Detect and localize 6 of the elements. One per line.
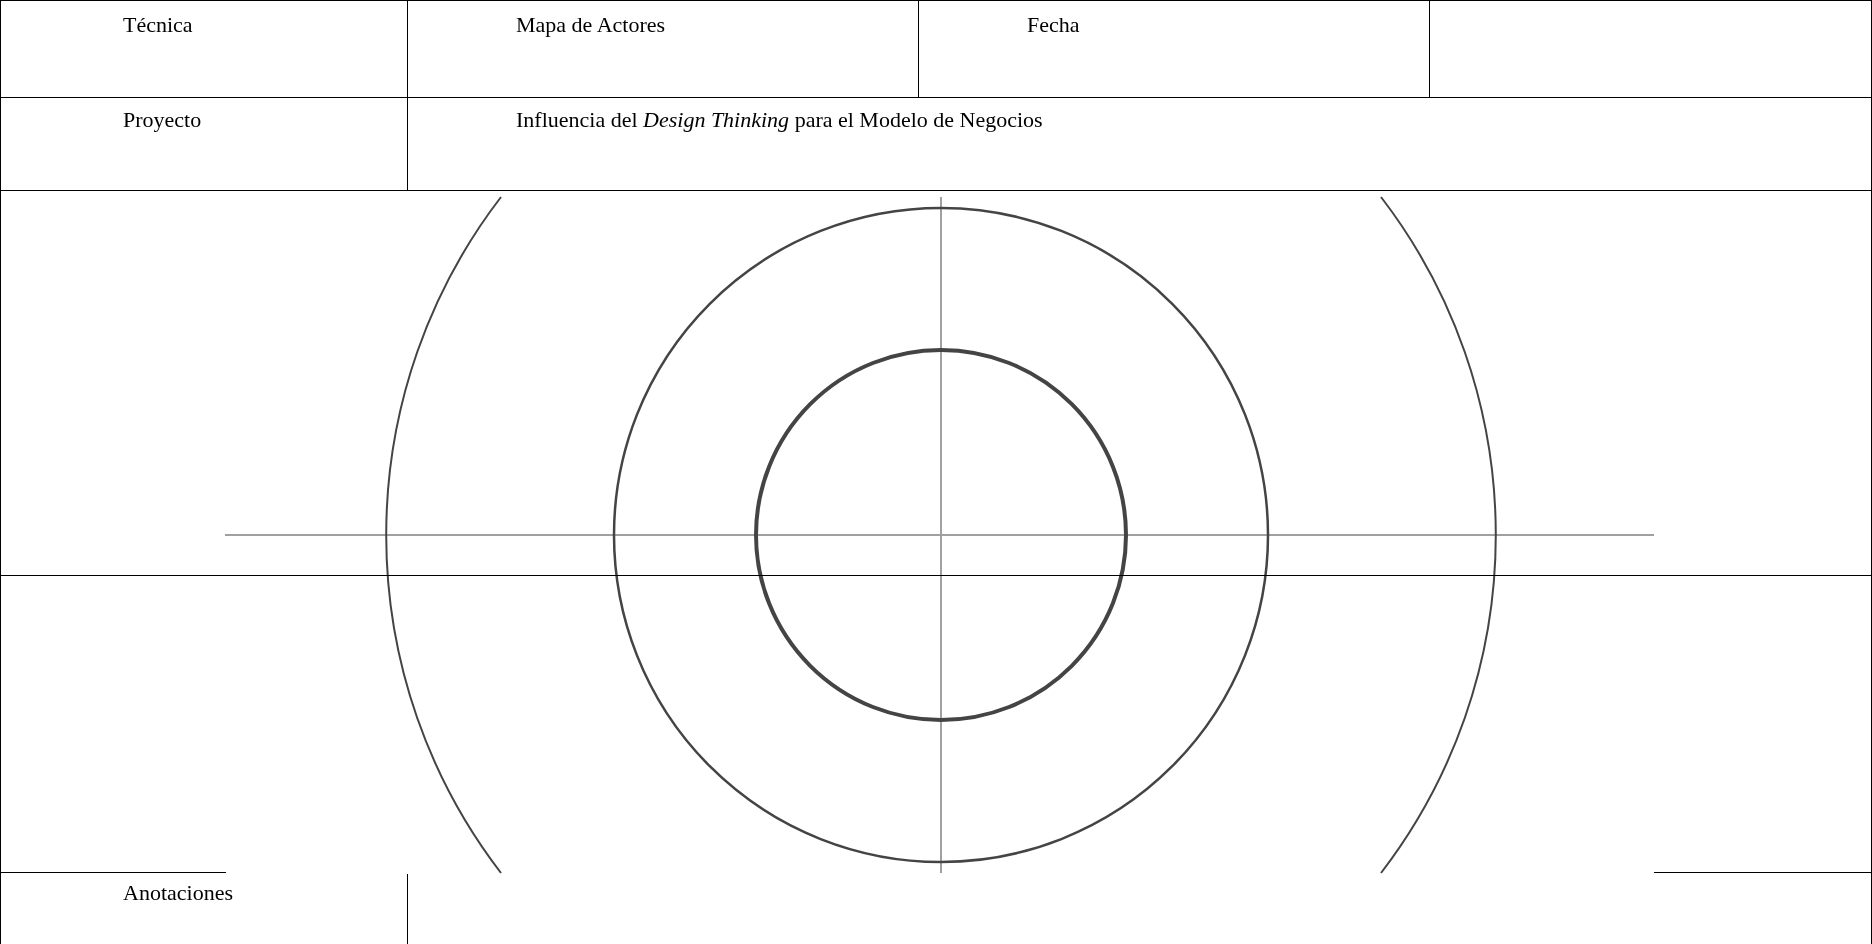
- technique-label: Técnica: [123, 12, 193, 38]
- project-value: Influencia del Design Thinking para el Modelo de Negocios: [516, 107, 1043, 133]
- annotations-label: Anotaciones: [123, 880, 233, 906]
- project-label: Proyecto: [123, 107, 202, 133]
- date-label: Fecha: [1027, 12, 1080, 38]
- technique-value: Mapa de Actores: [516, 12, 666, 38]
